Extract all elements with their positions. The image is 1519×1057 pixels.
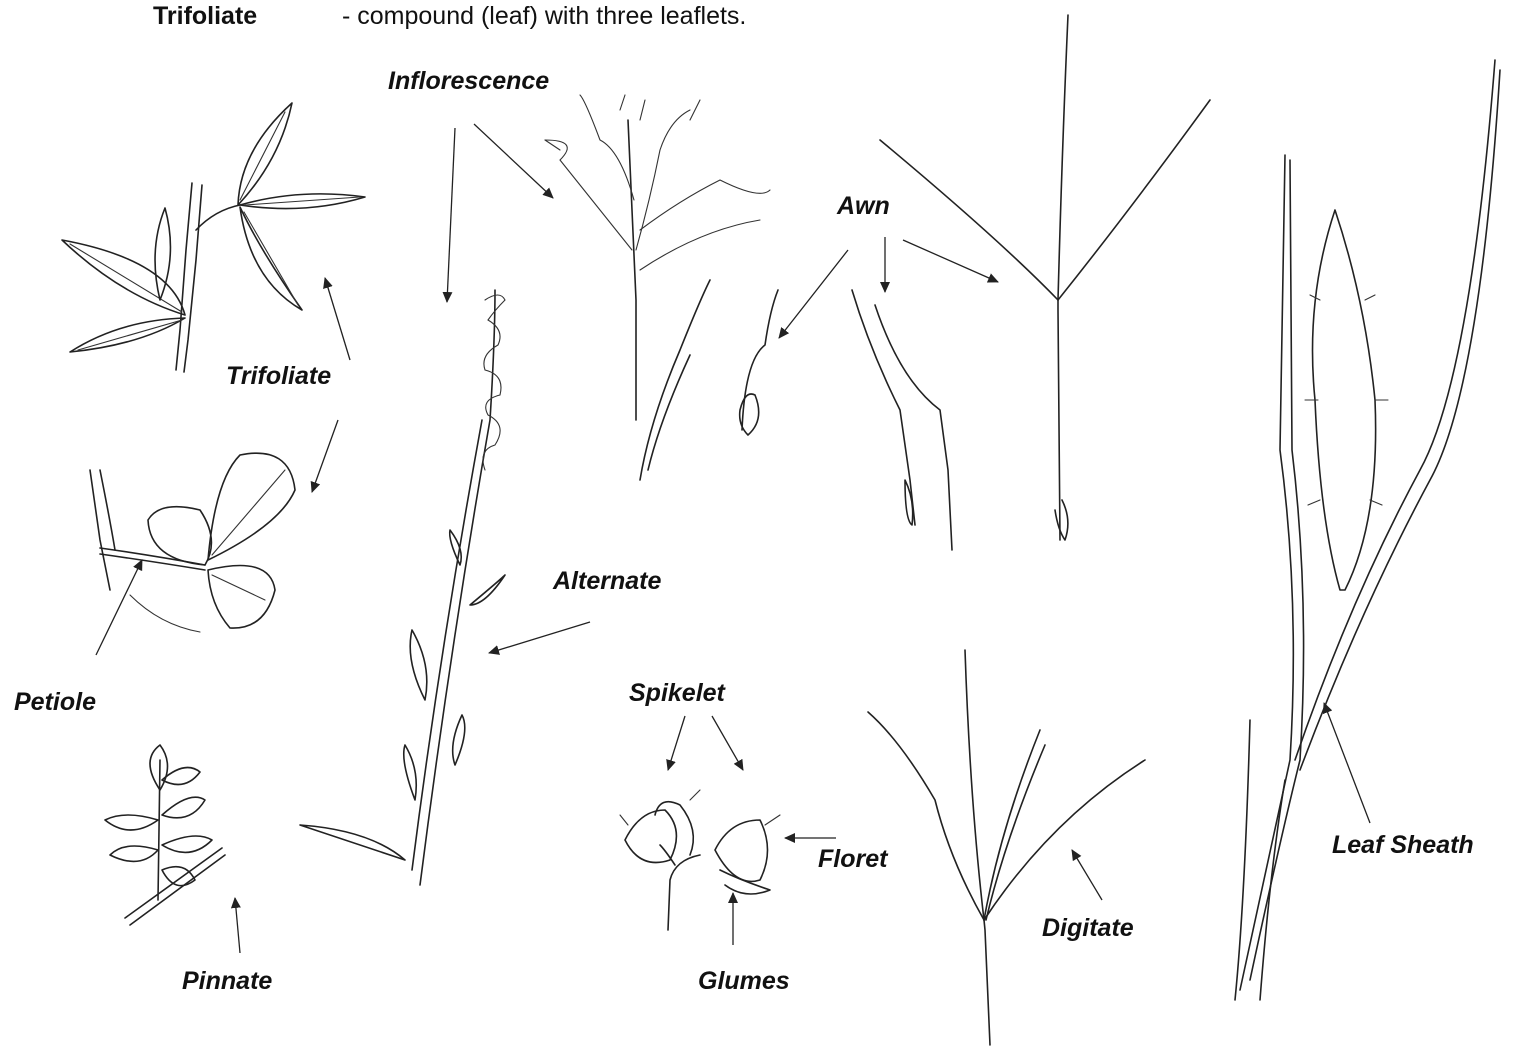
awn-spikelet-drawing bbox=[740, 290, 778, 435]
label-spikelet: Spikelet bbox=[629, 679, 725, 708]
arrow-awn-right bbox=[903, 240, 998, 282]
arrow-leaf-sheath bbox=[1324, 703, 1370, 823]
arrow-digitate bbox=[1072, 850, 1102, 900]
label-awn: Awn bbox=[837, 192, 890, 221]
arrow-awn-left bbox=[779, 250, 848, 338]
arrow-spikelet-right bbox=[712, 716, 743, 770]
pinnate-drawing bbox=[105, 745, 225, 925]
label-leaf-sheath: Leaf Sheath bbox=[1332, 831, 1474, 860]
awn-stems-drawing bbox=[852, 290, 952, 550]
arrow-trifoliate-up bbox=[325, 278, 350, 360]
arrow-petiole bbox=[96, 560, 142, 655]
label-pinnate: Pinnate bbox=[182, 967, 272, 996]
label-inflorescence: Inflorescence bbox=[388, 67, 549, 96]
label-floret: Floret bbox=[818, 845, 887, 874]
label-glumes: Glumes bbox=[698, 967, 790, 996]
label-digitate: Digitate bbox=[1042, 914, 1134, 943]
digitate-drawing bbox=[868, 650, 1145, 1045]
arrow-alternate bbox=[489, 622, 590, 653]
spikelet-drawing bbox=[620, 790, 780, 930]
trifoliate-stem-drawing bbox=[62, 103, 365, 372]
panicle-drawing bbox=[545, 95, 770, 480]
label-petiole: Petiole bbox=[14, 688, 96, 717]
arrow-spikelet-left bbox=[668, 716, 685, 770]
arrow-trifoliate-down bbox=[312, 420, 338, 492]
arrow-inflorescence-left bbox=[447, 128, 455, 302]
arrow-inflorescence-right bbox=[474, 124, 553, 198]
arrow-pinnate bbox=[235, 898, 240, 953]
awned-grass-drawing bbox=[880, 15, 1210, 540]
label-trifoliate: Trifoliate bbox=[226, 362, 331, 391]
label-alternate: Alternate bbox=[553, 567, 661, 596]
